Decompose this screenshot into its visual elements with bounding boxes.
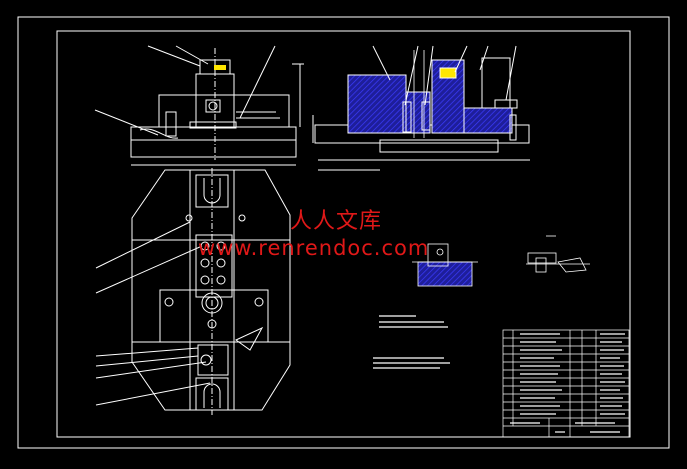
outer-frame [17,16,670,449]
watermark-site-url: www.renrendoc.com [198,236,430,260]
front-view [94,45,304,166]
technical-notes [373,315,450,369]
section-view [312,45,530,171]
title-block [502,329,630,438]
detail-view-1 [412,243,478,287]
watermark-site-name: 人人文库 [290,209,383,234]
detail-view-2 [526,235,590,273]
front-view-clamp-accent [214,65,226,70]
plan-view [95,168,291,415]
inner-frame [56,30,631,438]
